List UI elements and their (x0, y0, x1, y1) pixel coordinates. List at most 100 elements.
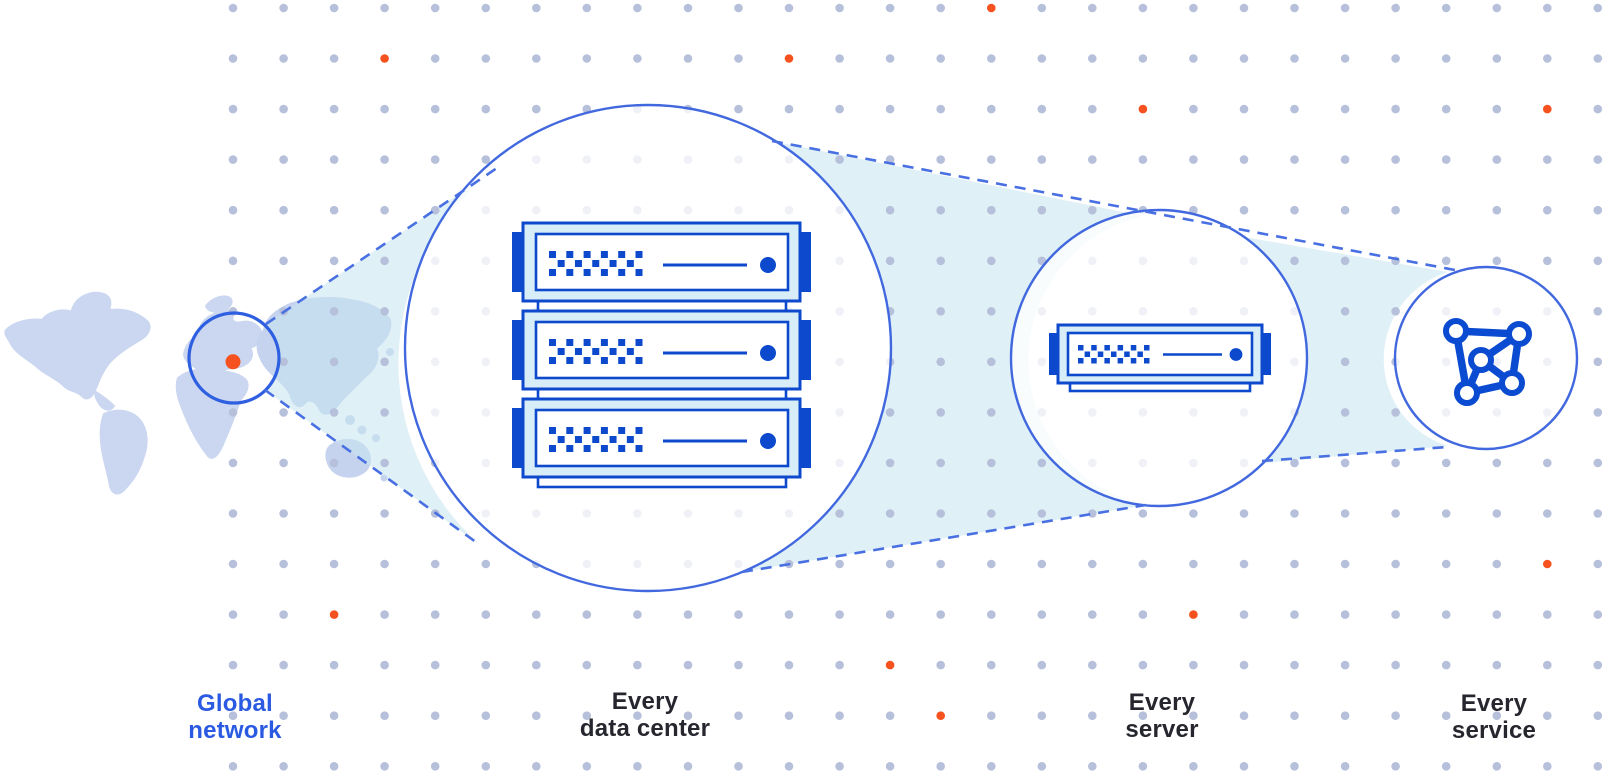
grid-dot (1290, 54, 1299, 63)
network-mesh-icon (1443, 318, 1532, 406)
grid-dot (1593, 762, 1603, 771)
grid-dot (380, 155, 389, 164)
data-center-servers (510, 221, 813, 489)
grid-dot (1239, 711, 1249, 720)
grid-dot (1189, 711, 1198, 720)
grid-dot (1340, 54, 1350, 63)
grid-dot (1290, 559, 1299, 569)
grid-dot (1088, 559, 1097, 569)
grid-dot (784, 660, 794, 670)
grid-dot (987, 155, 996, 164)
grid-dot (1441, 54, 1451, 63)
grid-dot (835, 610, 844, 619)
grid-dot (1189, 54, 1198, 63)
mesh-node-top-right (1506, 321, 1532, 347)
grid-dot (885, 610, 895, 619)
grid-dot (885, 711, 895, 720)
grid-dot (380, 408, 389, 417)
grid-dot (1239, 762, 1249, 771)
grid-dot (1340, 458, 1350, 468)
grid-dot (1391, 458, 1400, 468)
grid-dot (936, 660, 945, 670)
grid-dot (329, 509, 339, 518)
grid-dot (1593, 711, 1603, 720)
grid-dot (430, 610, 440, 619)
grid-dot-orange (885, 660, 895, 670)
grid-dot (1441, 256, 1451, 266)
grid-dot (1441, 3, 1451, 13)
grid-dot (1492, 54, 1502, 63)
grid-dot (228, 54, 238, 63)
grid-dot-orange (1189, 610, 1198, 619)
grid-dot (1543, 610, 1552, 619)
grid-dot (987, 256, 996, 266)
grid-dot (1391, 104, 1400, 114)
grid-dot (1138, 509, 1148, 518)
grid-dot (885, 559, 895, 569)
grid-dot (279, 256, 288, 266)
grid-dot (1340, 3, 1350, 13)
grid-dot (1391, 205, 1400, 215)
grid-dot (936, 458, 945, 468)
map-south-america (99, 409, 148, 495)
grid-dot (1391, 762, 1400, 771)
caption-global-network: Global network (188, 690, 282, 744)
grid-dot-orange (329, 610, 339, 619)
grid-dot (1543, 205, 1552, 215)
grid-dot (228, 762, 238, 771)
grid-dot (1492, 256, 1502, 266)
map-north-america (4, 306, 151, 400)
grid-dot (1441, 155, 1451, 164)
grid-dot (329, 104, 339, 114)
mesh-node-center (1468, 347, 1494, 373)
grid-dot (835, 104, 844, 114)
grid-dot (380, 104, 389, 114)
grid-dot (1492, 610, 1502, 619)
grid-dot (936, 104, 945, 114)
grid-dot (885, 762, 895, 771)
grid-dot-orange (1543, 559, 1552, 569)
grid-dot (279, 458, 288, 468)
grid-dot (582, 610, 592, 619)
grid-dot (835, 3, 844, 13)
grid-dot (481, 54, 491, 63)
grid-dot (1593, 104, 1603, 114)
grid-dot (987, 357, 996, 367)
grid-dot (835, 711, 844, 720)
grid-dot (329, 660, 339, 670)
grid-dot (885, 509, 895, 518)
grid-dot (1441, 762, 1451, 771)
grid-dot (936, 408, 945, 417)
grid-dot (936, 155, 945, 164)
grid-dot (835, 509, 844, 518)
grid-dot (1088, 104, 1097, 114)
grid-dot (1189, 559, 1198, 569)
grid-dot-orange (987, 3, 996, 13)
grid-dot (1239, 509, 1249, 518)
grid-dot (734, 762, 743, 771)
grid-dot (683, 660, 693, 670)
grid-dot (1138, 711, 1148, 720)
grid-dot (835, 762, 844, 771)
grid-dot (987, 54, 996, 63)
grid-dot (329, 559, 339, 569)
grid-dot (987, 509, 996, 518)
grid-dot (329, 357, 339, 367)
grid-dot (430, 104, 440, 114)
grid-dot (1138, 54, 1148, 63)
grid-dot (835, 54, 844, 63)
grid-dot (885, 205, 895, 215)
grid-dot (936, 307, 945, 316)
grid-dot (1340, 509, 1350, 518)
grid-dot (1239, 205, 1249, 215)
grid-dot (430, 155, 440, 164)
grid-dot (1290, 205, 1299, 215)
server-left-tab (1049, 333, 1060, 375)
grid-dot (936, 762, 945, 771)
grid-dot (1239, 660, 1249, 670)
grid-dot (1037, 762, 1047, 771)
grid-dot (380, 256, 389, 266)
grid-dot (279, 205, 288, 215)
grid-dot (1088, 155, 1097, 164)
grid-dot (683, 762, 693, 771)
